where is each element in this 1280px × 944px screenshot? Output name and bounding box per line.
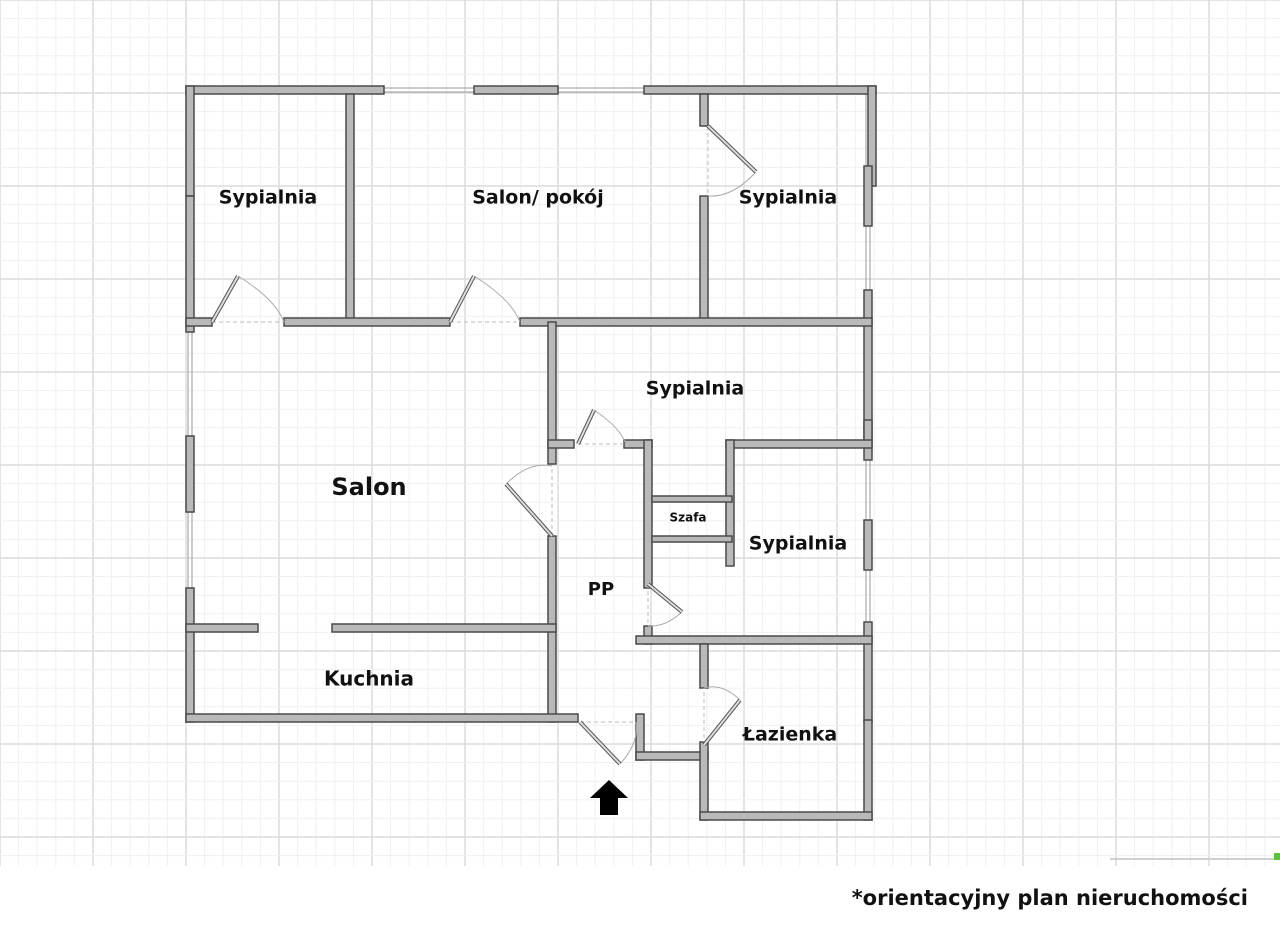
door-swing-arc: [647, 611, 683, 627]
wall: [651, 495, 733, 503]
wall: [699, 195, 709, 323]
door-leaf: [579, 721, 621, 765]
room-label-kitchen: Kuchnia: [324, 667, 414, 691]
entrance-arrow-icon: [590, 780, 628, 815]
accent-mark: [1274, 853, 1280, 860]
wall: [185, 317, 213, 327]
wall: [651, 535, 733, 543]
wall: [185, 85, 385, 95]
wall: [185, 195, 195, 333]
door-swing-arc: [473, 275, 521, 323]
wall: [635, 635, 873, 645]
door-swing-arc: [619, 721, 637, 765]
room-label-bedroom-middle: Sypialnia: [646, 378, 744, 400]
wall: [725, 439, 873, 449]
door-leaf: [703, 699, 741, 746]
wall: [519, 317, 873, 327]
door-swing-arc: [237, 275, 285, 323]
wall: [635, 751, 709, 761]
wall: [547, 439, 575, 449]
room-label-living-room-top: Salon/ pokój: [472, 187, 604, 209]
wall: [863, 519, 873, 571]
wall: [283, 317, 451, 327]
room-label-wardrobe: Szafa: [669, 511, 706, 525]
door-leaf: [449, 275, 475, 323]
door-leaf: [211, 275, 239, 323]
wall: [185, 713, 579, 723]
wall: [345, 93, 355, 323]
room-label-bathroom: Łazienka: [742, 724, 837, 746]
walls: [185, 85, 877, 821]
door-swing-arc: [703, 686, 741, 701]
wall: [725, 439, 735, 567]
door-leaf: [577, 409, 595, 445]
doors: [210, 124, 758, 766]
room-label-living-room: Salon: [331, 473, 406, 501]
page-bottom: [0, 866, 1280, 944]
wall: [863, 165, 873, 227]
wall: [473, 85, 559, 95]
grid-edge: [1110, 858, 1280, 860]
wall: [863, 719, 873, 821]
wall: [185, 623, 259, 633]
wall: [643, 439, 653, 589]
door-leaf: [505, 483, 553, 537]
wall: [863, 289, 873, 441]
wall: [699, 811, 873, 821]
wall: [643, 85, 877, 95]
wall: [699, 741, 709, 821]
wall: [185, 435, 195, 513]
wall: [331, 623, 557, 633]
door-swing-arc: [593, 409, 627, 445]
footer-note: *orientacyjny plan nieruchomości: [851, 886, 1248, 910]
room-label-bedroom-right: Sypialnia: [749, 533, 847, 555]
wall: [547, 321, 557, 465]
room-label-bedroom-top-left: Sypialnia: [219, 187, 317, 209]
room-label-hallway: PP: [588, 579, 614, 600]
wall: [185, 587, 195, 723]
door-swing-arc: [707, 171, 757, 197]
door-leaf: [647, 583, 683, 613]
wall: [699, 643, 709, 689]
door-leaf: [707, 125, 757, 173]
wall: [185, 85, 195, 197]
wall: [699, 93, 709, 127]
room-label-bedroom-top-right: Sypialnia: [739, 187, 837, 209]
door-swing-arc: [505, 464, 553, 485]
